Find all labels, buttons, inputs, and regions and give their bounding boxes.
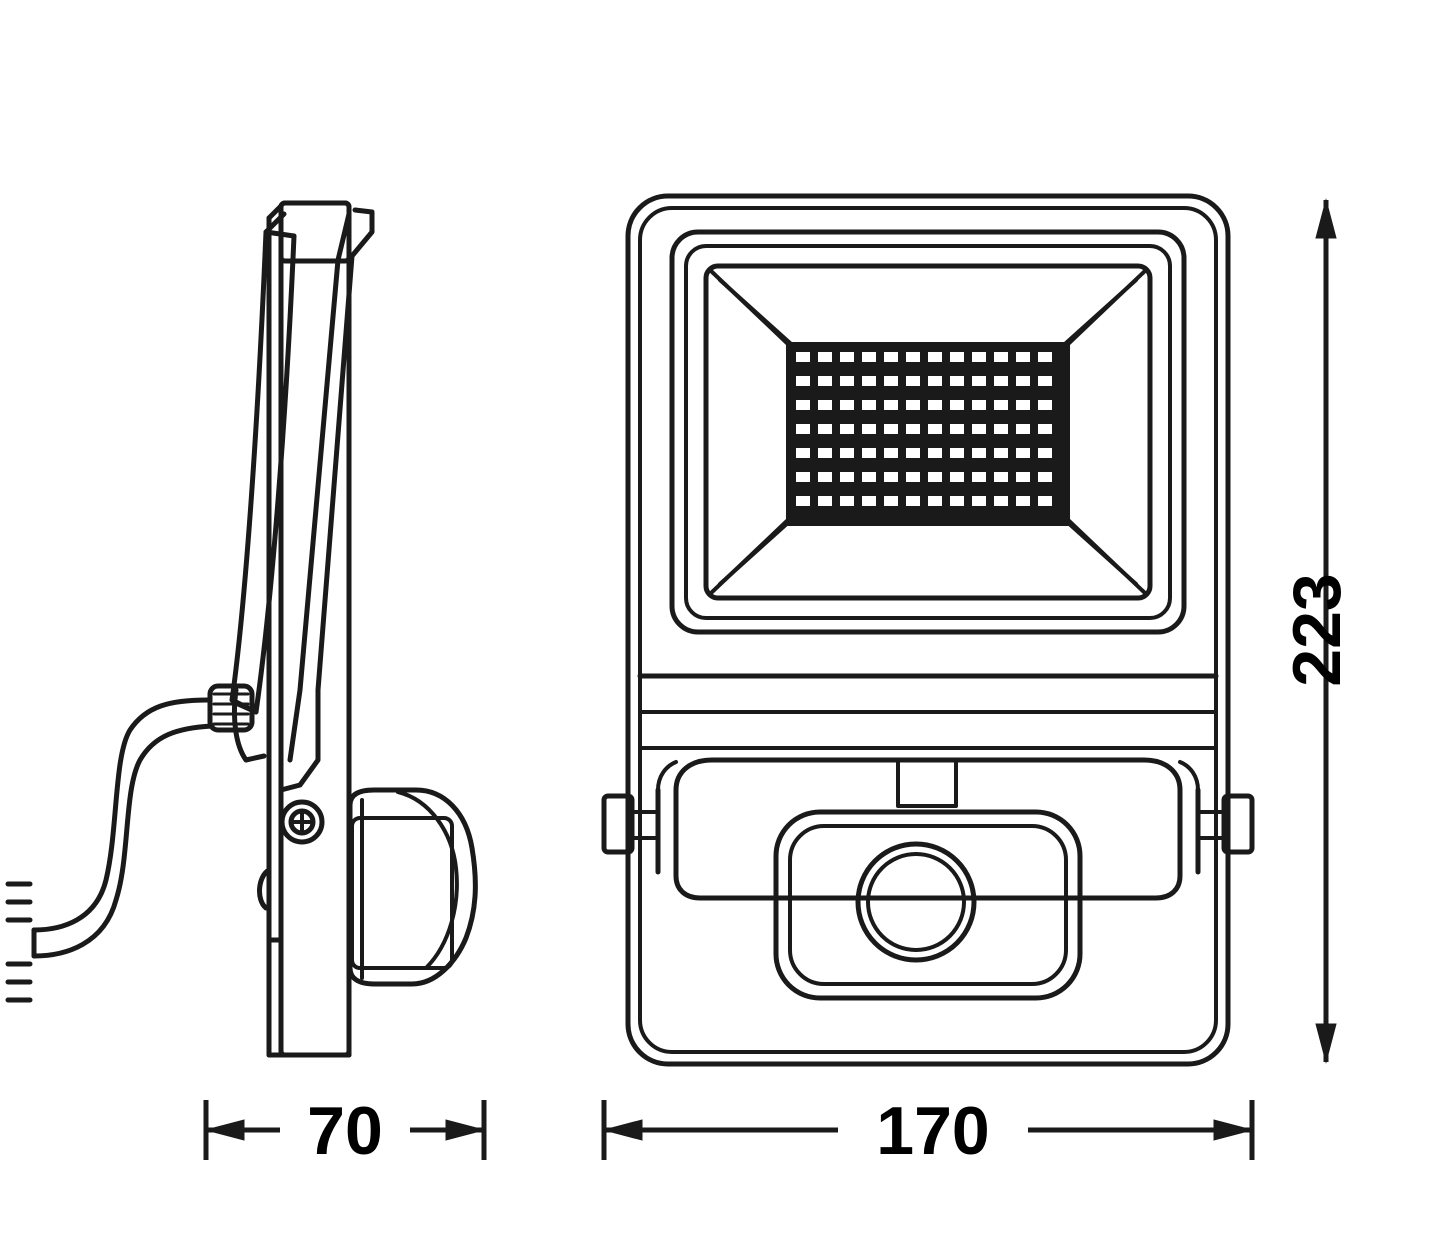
front-lamp-head-inner [684,244,1172,620]
pir-sensor-lens [773,809,1083,1001]
width-dimension: 70 [203,1093,487,1169]
power-cable [31,697,215,959]
front-reflector-frame [703,263,1153,601]
side-heatsink-profile [278,207,375,793]
cable-end-hatch [5,881,33,1003]
front-heatsink-fins [637,673,1219,750]
front-led-array [796,352,1052,506]
side-bracket-arm [207,683,267,763]
overall-width-dimension: 170 [601,1093,1255,1169]
side-sensor-housing [347,787,478,987]
width-dimension-label: 70 [307,1093,383,1169]
side-view [5,200,478,1058]
front-outer-body [625,193,1231,1067]
side-front-panel [229,211,297,715]
height-dimension-label: 223 [1279,573,1355,686]
front-inner-body-line [638,206,1218,1054]
front-mounting-lugs [601,793,1255,855]
side-top-bracket-block [266,200,352,1058]
side-hinge-screw [279,799,325,845]
height-dimension: 223 [1279,198,1355,1064]
front-lamp-head [669,229,1187,635]
front-view [601,193,1255,1067]
side-bottom-details [257,867,282,943]
front-sensor-mount [655,757,1201,901]
overall-width-dimension-label: 170 [876,1093,989,1169]
